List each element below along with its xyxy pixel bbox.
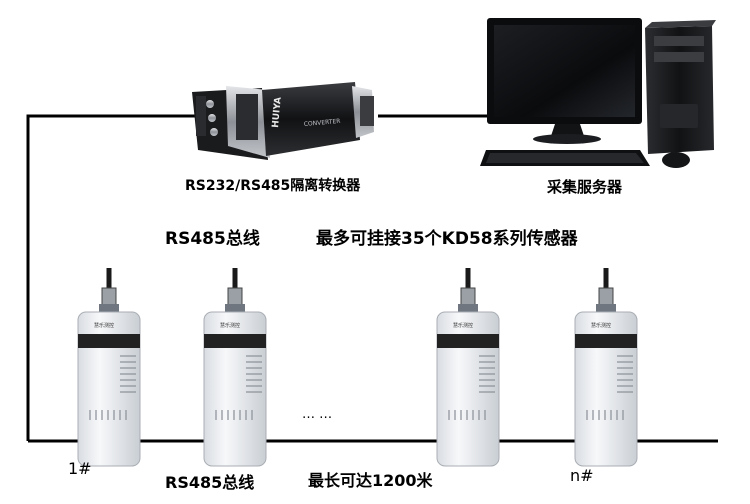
sensor-2-brand: 慧乐测控 bbox=[220, 322, 240, 329]
bus-bottom-label: RS485总线 bbox=[165, 473, 254, 492]
sensor-4-brand: 慧乐测控 bbox=[591, 322, 611, 329]
monitor-screen bbox=[494, 25, 635, 117]
server-label: 采集服务器 bbox=[546, 178, 623, 196]
converter-brand-text: HUIYA bbox=[271, 97, 284, 129]
capacity-label: 最多可挂接35个KD58系列传感器 bbox=[316, 228, 579, 249]
converter-label: RS232/RS485隔离转换器 bbox=[185, 177, 361, 194]
node-last-label: n# bbox=[570, 466, 594, 485]
bus-top-label: RS485总线 bbox=[165, 228, 260, 249]
bus-left-wire bbox=[26, 114, 200, 441]
sensor-3: 慧乐测控 bbox=[436, 268, 500, 467]
mouse bbox=[662, 152, 690, 168]
server-computer bbox=[480, 18, 716, 168]
ellipsis-label: … … bbox=[302, 407, 332, 422]
max-length-label: 最长可达1200米 bbox=[308, 471, 434, 490]
sensor-3-brand: 慧乐测控 bbox=[453, 322, 473, 329]
converter-side-text: CONVERTER bbox=[304, 118, 341, 128]
node-first-label: 1# bbox=[68, 459, 92, 478]
converter-device: HUIYA CONVERTER bbox=[192, 82, 374, 160]
sensor-4: 慧乐测控 bbox=[574, 268, 638, 467]
sensor-1: 慧乐测控 bbox=[77, 268, 141, 467]
sensor-1-brand: 慧乐测控 bbox=[94, 322, 114, 329]
sensor-2: 慧乐测控 bbox=[203, 268, 267, 467]
